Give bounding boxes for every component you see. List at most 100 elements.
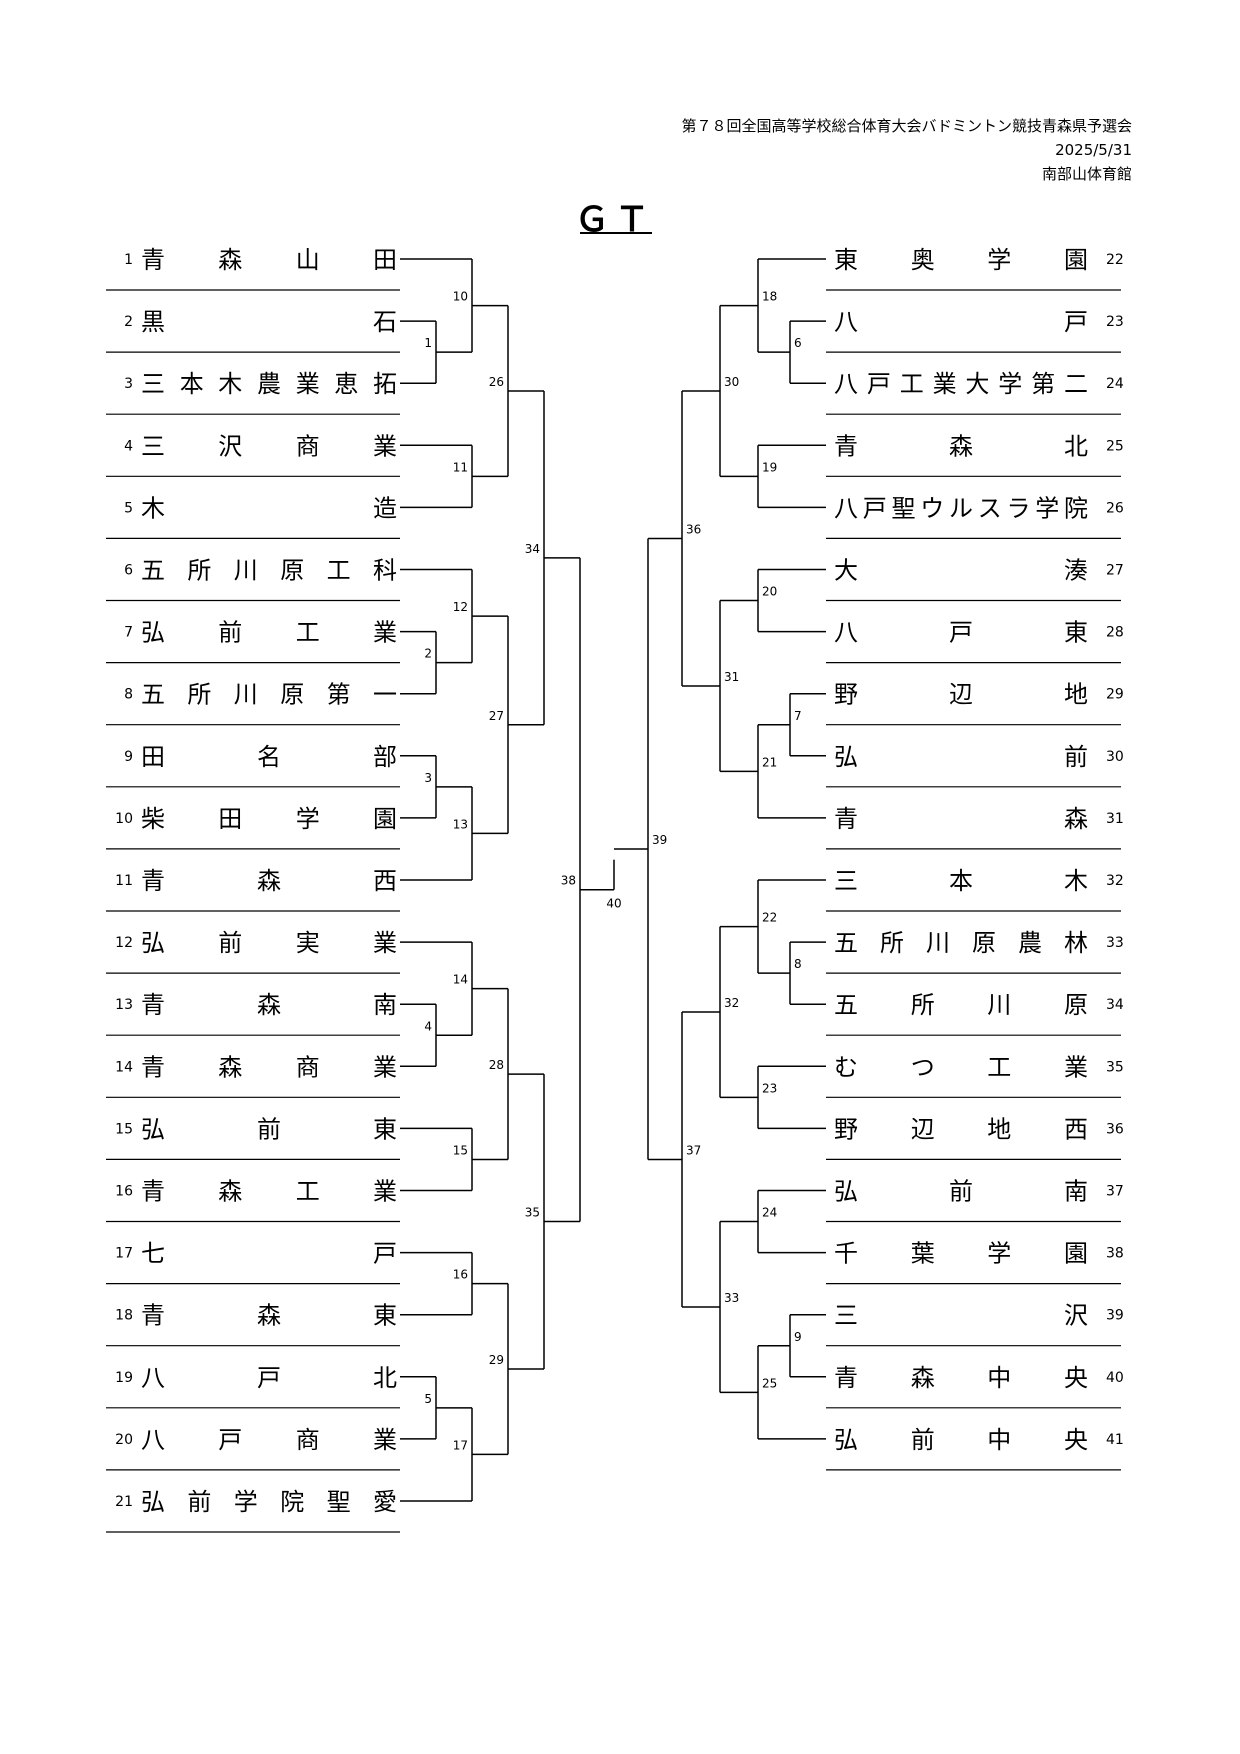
team-seed-number: 19	[115, 1370, 133, 1386]
team-seed-number: 3	[124, 376, 133, 392]
match-number: 17	[453, 1438, 468, 1452]
team-name: 野辺地	[834, 681, 1088, 709]
match-number: 7	[794, 709, 802, 723]
team-name: 青森工業	[141, 1178, 397, 1206]
team-name: 青森西	[141, 867, 397, 895]
match-number: 23	[762, 1081, 777, 1095]
match-number: 20	[762, 585, 777, 599]
match-number: 15	[453, 1143, 468, 1157]
match-number: 25	[762, 1376, 777, 1390]
team-name: 三本木	[834, 867, 1088, 895]
team-seed-number: 33	[1106, 935, 1124, 951]
match-number: 37	[686, 1143, 701, 1157]
team-name: 三沢	[834, 1302, 1088, 1330]
team-name: 青森中央	[834, 1364, 1088, 1392]
team-name: 八戸	[834, 308, 1088, 336]
team-name: 八戸聖ウルスラ学院	[834, 494, 1088, 522]
team-name: 木造	[141, 494, 397, 522]
team-seed-number: 27	[1106, 563, 1124, 579]
match-number: 22	[762, 911, 777, 925]
tournament-venue: 南部山体育館	[1041, 165, 1132, 183]
team-seed-number: 14	[115, 1059, 133, 1075]
team-name: 青森山田	[141, 246, 397, 274]
match-number: 33	[724, 1291, 739, 1305]
match-number: 32	[724, 996, 739, 1010]
team-name: 青森北	[834, 432, 1088, 460]
team-name: 三本木農業恵拓	[141, 370, 397, 398]
team-name: 柴田学園	[141, 805, 397, 833]
team-seed-number: 41	[1106, 1432, 1124, 1448]
team-seed-number: 12	[115, 935, 133, 951]
match-number: 31	[724, 670, 739, 684]
team-name: 弘前中央	[834, 1426, 1088, 1454]
team-name: 青森東	[141, 1302, 397, 1330]
match-number: 5	[424, 1392, 432, 1406]
match-number: 13	[453, 817, 468, 831]
match-number: 39	[652, 833, 667, 847]
team-name: 青森南	[141, 991, 397, 1019]
match-number: 10	[453, 290, 468, 304]
team-name: 東奥学園	[834, 246, 1088, 274]
match-number: 11	[453, 460, 468, 474]
team-name: 三沢商業	[141, 432, 397, 460]
match-number: 14	[453, 973, 468, 987]
team-seed-number: 10	[115, 811, 133, 827]
tournament-date: 2025/5/31	[1055, 141, 1132, 159]
match-number: 1	[424, 336, 432, 350]
match-number: 34	[525, 542, 540, 556]
team-name: 五所川原工科	[141, 557, 397, 585]
team-seed-number: 28	[1106, 625, 1124, 641]
team-seed-number: 16	[115, 1184, 133, 1200]
team-seed-number: 15	[115, 1121, 133, 1137]
match-number: 29	[489, 1353, 504, 1367]
team-seed-number: 29	[1106, 687, 1124, 703]
match-number: 35	[525, 1206, 540, 1220]
team-seed-number: 11	[115, 873, 133, 889]
team-name: 田名部	[141, 743, 397, 771]
match-number: 12	[453, 600, 468, 614]
team-name: 大湊	[834, 557, 1088, 585]
team-name: 五所川原	[834, 991, 1088, 1019]
match-number: 24	[762, 1206, 777, 1220]
match-number: 26	[489, 375, 504, 389]
team-seed-number: 30	[1106, 749, 1124, 765]
team-name: 青森商業	[141, 1053, 397, 1081]
team-name: 弘前	[834, 743, 1088, 771]
team-seed-number: 9	[124, 749, 133, 765]
team-name: 弘前学院聖愛	[141, 1488, 397, 1516]
match-number: 18	[762, 290, 777, 304]
team-name: 弘前南	[834, 1178, 1088, 1206]
team-seed-number: 25	[1106, 438, 1124, 454]
match-number: 8	[794, 957, 802, 971]
team-name: 五所川原第一	[141, 681, 397, 709]
team-name: 八戸工業大学第二	[834, 370, 1088, 398]
team-name: 七戸	[141, 1240, 397, 1268]
tournament-title: 第７８回全国高等学校総合体育大会バドミントン競技青森県予選会	[681, 117, 1132, 135]
team-seed-number: 38	[1106, 1246, 1124, 1262]
match-number: 21	[762, 755, 777, 769]
team-seed-number: 32	[1106, 873, 1124, 889]
team-name: 五所川原農林	[834, 929, 1088, 957]
team-name: 野辺地西	[834, 1115, 1088, 1143]
match-number: 19	[762, 460, 777, 474]
team-seed-number: 4	[124, 438, 133, 454]
match-number: 27	[489, 709, 504, 723]
match-number: 9	[794, 1330, 802, 1344]
team-seed-number: 8	[124, 687, 133, 703]
team-seed-number: 22	[1106, 252, 1124, 268]
match-number: 2	[424, 647, 432, 661]
match-number: 38	[561, 874, 576, 888]
match-number: 40	[606, 897, 621, 911]
team-seed-number: 2	[124, 314, 133, 330]
team-seed-number: 24	[1106, 376, 1124, 392]
team-name: 黒石	[141, 308, 397, 336]
team-name: 千葉学園	[834, 1240, 1088, 1268]
team-name: 弘前実業	[141, 929, 397, 957]
team-seed-number: 34	[1106, 997, 1124, 1013]
team-seed-number: 26	[1106, 500, 1124, 516]
team-seed-number: 31	[1106, 811, 1124, 827]
match-number: 16	[453, 1268, 468, 1282]
team-seed-number: 37	[1106, 1184, 1124, 1200]
team-seed-number: 13	[115, 997, 133, 1013]
match-number: 6	[794, 336, 802, 350]
